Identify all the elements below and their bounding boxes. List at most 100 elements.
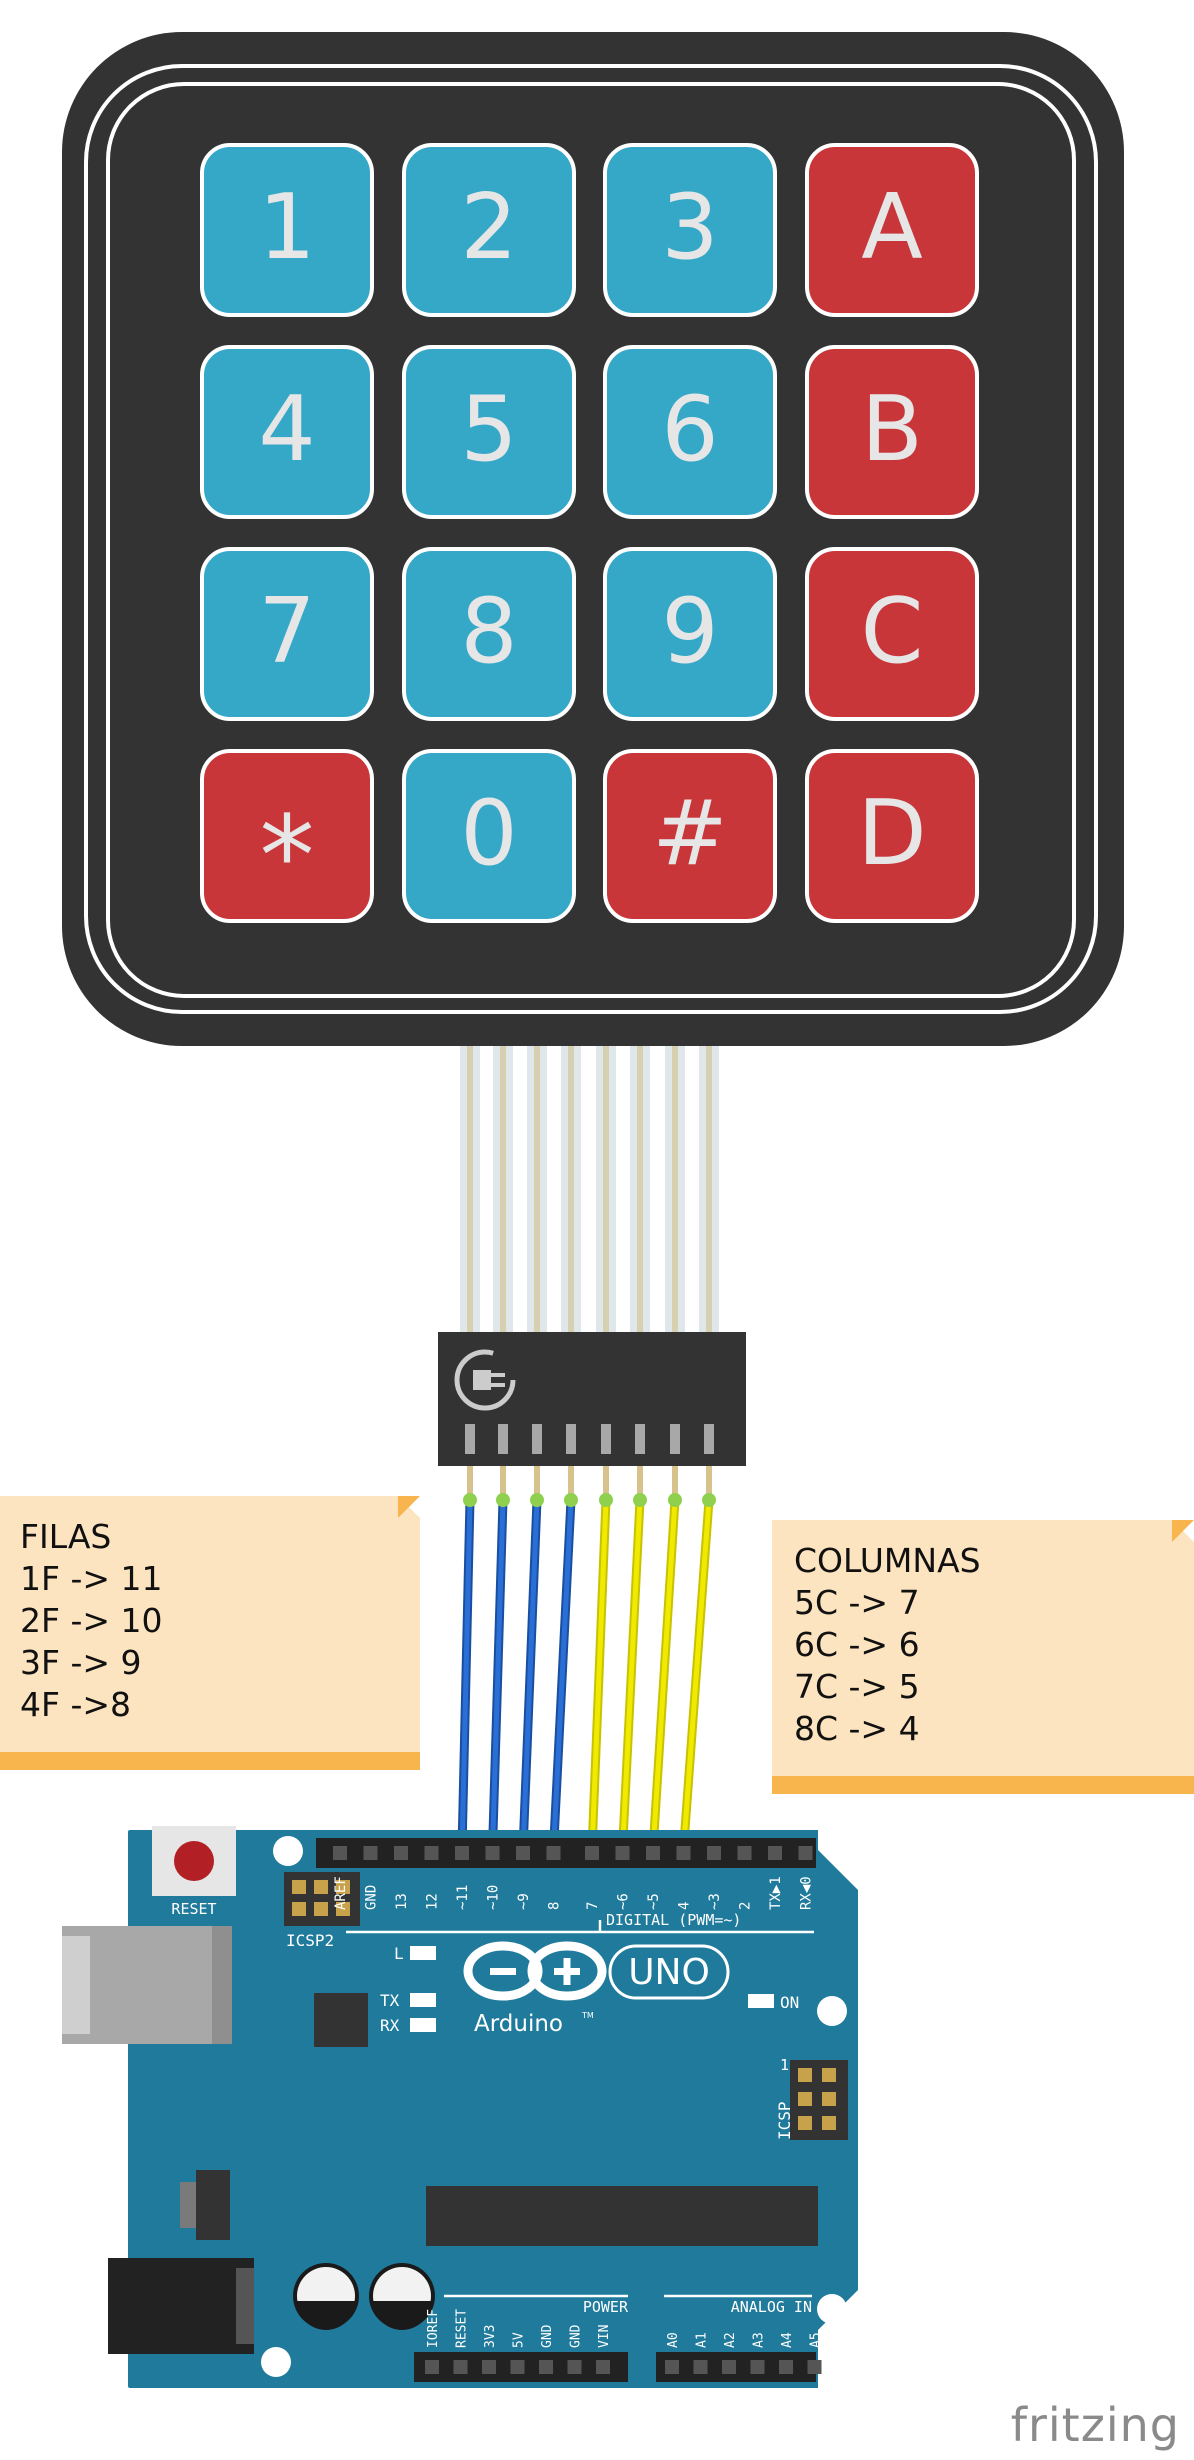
arduino-infinity-logo: [463, 1941, 607, 2001]
crystal: [314, 1993, 368, 2047]
key-button[interactable]: [200, 547, 374, 721]
reset-button[interactable]: [174, 1841, 214, 1881]
pin-label: ~6: [616, 1893, 632, 1910]
header-pin[interactable]: [615, 1846, 630, 1860]
rx-led: [410, 2018, 436, 2032]
header-pin[interactable]: [737, 1846, 752, 1860]
analog-pin[interactable]: [722, 2360, 736, 2374]
l-label: L: [394, 1944, 404, 1963]
header-pin[interactable]: [333, 1846, 347, 1860]
ribbon-trace: [467, 1046, 473, 1336]
pin-label: 8: [547, 1902, 563, 1910]
power-jack-side: [236, 2268, 254, 2344]
power-pin[interactable]: [482, 2360, 496, 2374]
header-pin[interactable]: [455, 1846, 469, 1860]
key-button[interactable]: [200, 749, 374, 923]
jumper-wire[interactable]: [490, 1497, 506, 1853]
key-label: *: [260, 792, 315, 920]
pin-label: GND: [540, 2324, 555, 2348]
jumper-wire[interactable]: [681, 1497, 712, 1853]
key-button[interactable]: [805, 547, 979, 721]
header-pin[interactable]: [646, 1846, 660, 1860]
wire-end: [599, 1493, 613, 1507]
pin-label: 7: [585, 1902, 601, 1910]
columnas-line: 8C -> 4: [794, 1709, 920, 1748]
key-label: 8: [460, 579, 517, 684]
columnas-note: COLUMNAS 5C -> 7 6C -> 6 7C -> 5 8C -> 4: [772, 1520, 1194, 1794]
jumper-wire[interactable]: [459, 1497, 473, 1853]
power-pin[interactable]: [596, 2360, 610, 2374]
pin-label: A3: [752, 2332, 767, 2348]
connector-pin: [498, 1424, 508, 1454]
header-pin[interactable]: [485, 1846, 500, 1860]
power-pin[interactable]: [453, 2360, 468, 2374]
voltage-regulator: [196, 2170, 230, 2240]
key-button[interactable]: [805, 345, 979, 519]
key-button[interactable]: [805, 749, 979, 923]
jumper-wire[interactable]: [650, 1497, 678, 1853]
board-outline: [128, 1830, 858, 2388]
analog-pin[interactable]: [807, 2360, 822, 2374]
header-pin[interactable]: [707, 1846, 721, 1860]
filas-line: 1F -> 11: [20, 1559, 163, 1598]
pin-label: 2: [738, 1902, 754, 1910]
header-pin[interactable]: [798, 1846, 813, 1860]
key-button[interactable]: [402, 749, 576, 923]
analog-pin[interactable]: [750, 2360, 765, 2374]
keypad-connector: [438, 1332, 746, 1494]
power-pin[interactable]: [567, 2360, 582, 2374]
reset-label: RESET: [171, 1900, 216, 1918]
connector-pin: [532, 1424, 542, 1454]
jumper-wire[interactable]: [620, 1497, 643, 1853]
icsp2-pin: [336, 1880, 350, 1894]
mounting-hole: [261, 2347, 291, 2377]
keypad-inner-border: [106, 82, 1076, 998]
header-pin[interactable]: [394, 1846, 408, 1860]
header-pin[interactable]: [363, 1846, 378, 1860]
header-pin[interactable]: [424, 1846, 439, 1860]
connector-lead: [500, 1466, 506, 1494]
header-pin[interactable]: [516, 1846, 530, 1860]
key-button[interactable]: [603, 345, 777, 519]
key-button[interactable]: [402, 143, 576, 317]
jumper-wire[interactable]: [520, 1497, 540, 1853]
header-pin[interactable]: [676, 1846, 691, 1860]
key-button[interactable]: [603, 547, 777, 721]
pin-label: A1: [695, 2332, 710, 2348]
header-pin[interactable]: [768, 1846, 782, 1860]
icsp2-pin: [336, 1902, 350, 1916]
pin-label: A4: [780, 2332, 795, 2348]
ribbon-trace: [568, 1046, 574, 1336]
pin-label: ~9: [516, 1893, 532, 1910]
analog-pin[interactable]: [779, 2360, 793, 2374]
icsp2-pin: [314, 1902, 328, 1916]
key-button[interactable]: [603, 143, 777, 317]
wire-end: [564, 1493, 578, 1507]
filas-line: 3F -> 9: [20, 1643, 142, 1682]
key-label: 6: [661, 377, 718, 482]
power-pin[interactable]: [539, 2360, 553, 2374]
mounting-hole: [817, 2294, 847, 2324]
power-pin[interactable]: [510, 2360, 525, 2374]
key-button[interactable]: [200, 143, 374, 317]
note-fold: [1172, 1520, 1194, 1542]
analog-pin[interactable]: [693, 2360, 708, 2374]
key-button[interactable]: [805, 143, 979, 317]
jumper-wire[interactable]: [589, 1497, 609, 1853]
header-pin[interactable]: [585, 1846, 599, 1860]
icsp-pin: [822, 2068, 836, 2082]
header-pin[interactable]: [546, 1846, 561, 1860]
jumper-wire[interactable]: [551, 1497, 574, 1853]
icsp-pin: [798, 2092, 812, 2106]
icsp-pin: [798, 2068, 812, 2082]
arduino-brand-label: Arduino: [474, 2011, 563, 2037]
key-button[interactable]: [603, 749, 777, 923]
key-button[interactable]: [402, 345, 576, 519]
key-button[interactable]: [200, 345, 374, 519]
pin-label: ~3: [707, 1893, 723, 1910]
analog-pin[interactable]: [665, 2360, 679, 2374]
power-pin[interactable]: [425, 2360, 439, 2374]
note-fold: [398, 1496, 420, 1518]
key-button[interactable]: [402, 547, 576, 721]
